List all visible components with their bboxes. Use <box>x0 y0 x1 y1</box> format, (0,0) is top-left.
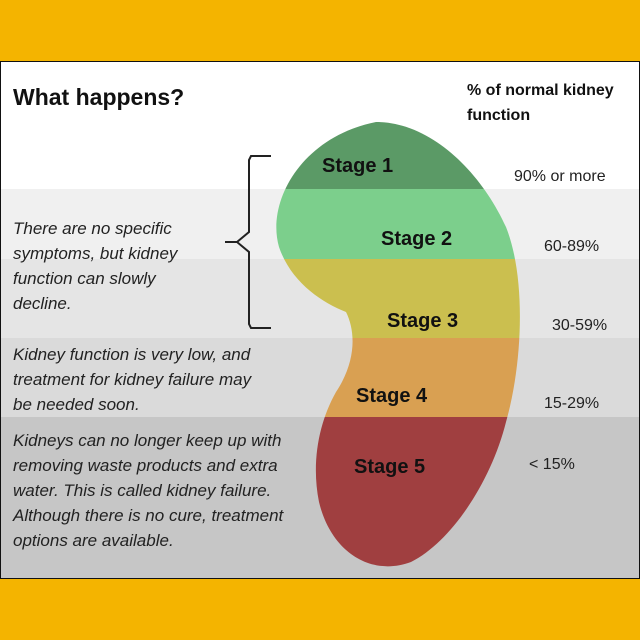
bracket <box>225 155 271 329</box>
stage-5-label: Stage 5 <box>354 456 426 478</box>
description-stages-1-3: There are no specific symptoms, but kidn… <box>13 219 178 313</box>
stage-4-label: Stage 4 <box>356 385 428 407</box>
stage-2-label: Stage 2 <box>381 228 453 250</box>
description-stage-4: Kidney function is very low, and treatme… <box>13 345 252 414</box>
stage-1-label: Stage 1 <box>322 155 394 177</box>
column-header: % of normal kidney function <box>467 82 614 124</box>
infographic-panel: What happens? % of normal kidney functio… <box>0 61 640 579</box>
kidney-diagram <box>225 122 520 567</box>
page-title: What happens? <box>13 84 185 110</box>
stage-2-percent: 60-89% <box>544 238 600 255</box>
kidney-stage-2 <box>276 189 520 259</box>
stage-3-percent: 30-59% <box>552 317 608 334</box>
stage-3-label: Stage 3 <box>387 310 459 332</box>
stage-5-percent: < 15% <box>529 456 575 473</box>
stage-1-percent: 90% or more <box>514 168 606 185</box>
stage-4-percent: 15-29% <box>544 395 600 412</box>
band-stage-4 <box>1 338 639 417</box>
description-stage-5: Kidneys can no longer keep up with remov… <box>13 431 284 550</box>
